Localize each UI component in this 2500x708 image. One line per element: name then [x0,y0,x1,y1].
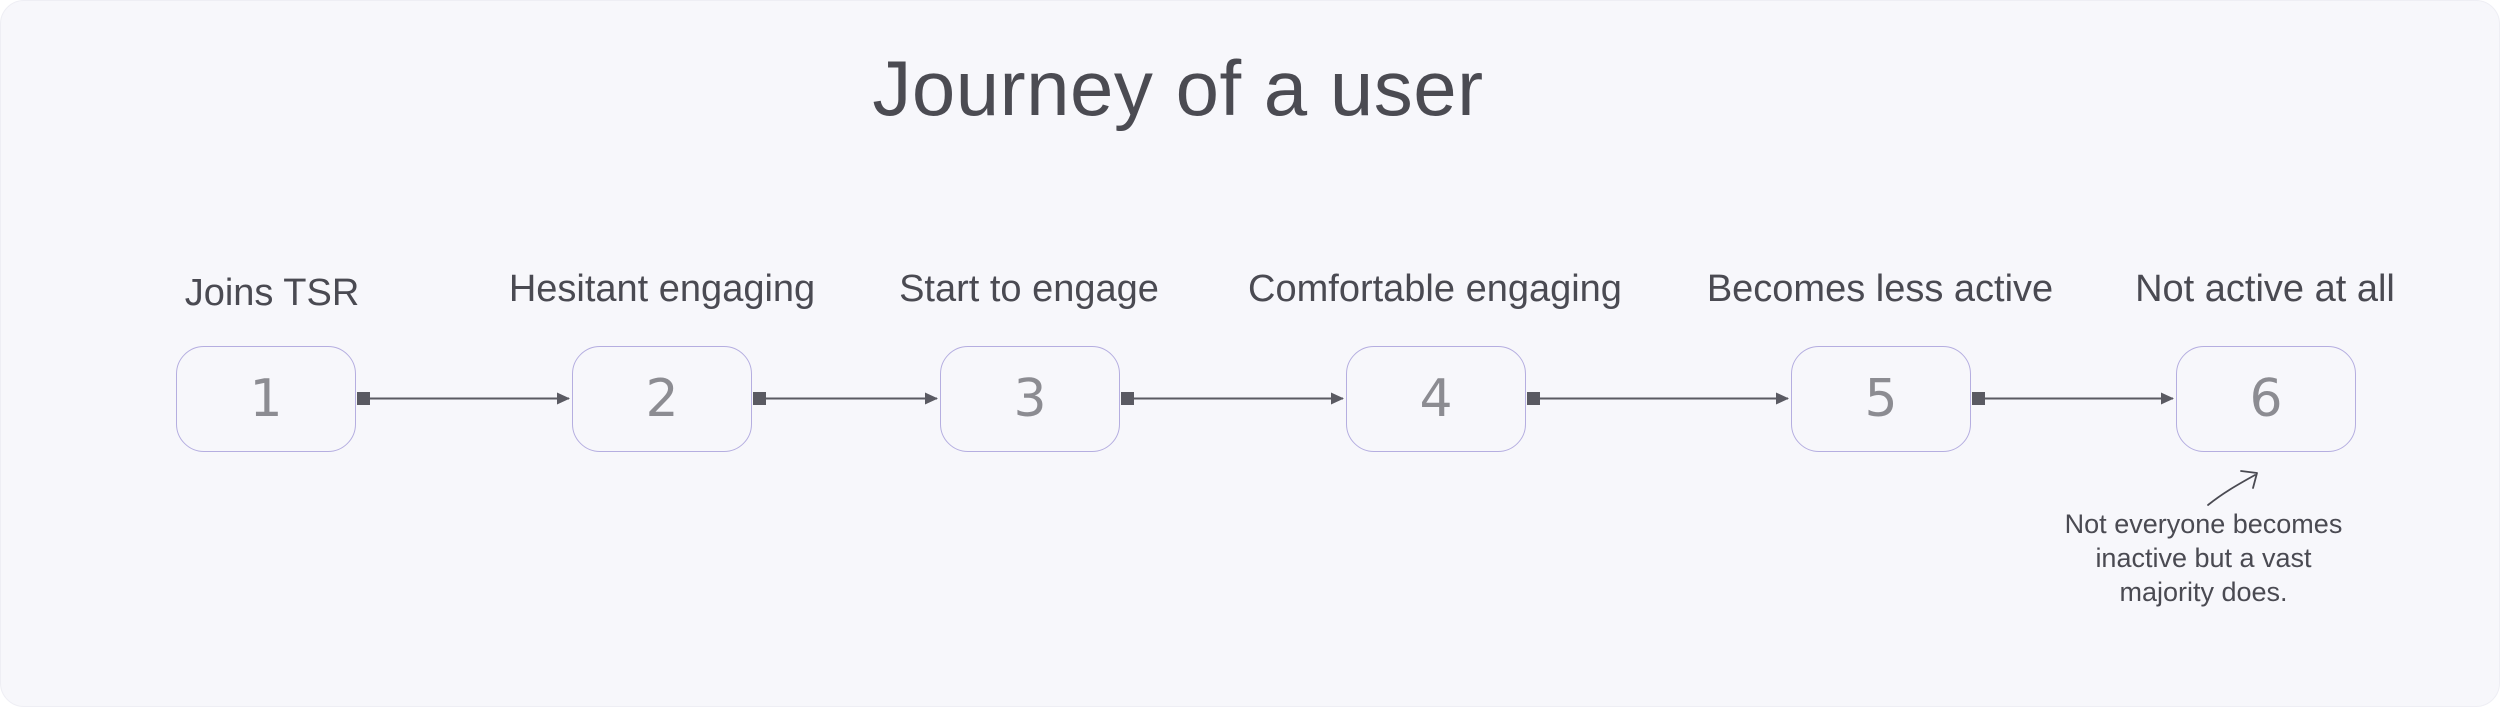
diagram-title: Journey of a user [872,44,1484,132]
annotation-line-2: inactive but a vast [2095,543,2312,573]
annotation-line-1: Not everyone becomes [2064,509,2343,539]
stage-number: 2 [645,369,679,429]
stage-label-3: Start to engage [899,268,1159,310]
stage-label-4: Comfortable engaging [1248,268,1622,310]
stage-label-5: Becomes less active [1706,268,2054,310]
stage-node-5[interactable]: 5 [1791,346,1971,452]
stage-node-3[interactable]: 3 [940,346,1120,452]
stage-node-6[interactable]: 6 [2176,346,2356,452]
stage-node-1[interactable]: 1 [176,346,356,452]
stage-number: 4 [1419,369,1453,429]
stage-number: 5 [1864,369,1898,429]
stage-label-1: Joins TSR [184,272,360,314]
stage-node-2[interactable]: 2 [572,346,752,452]
connector-3-4[interactable] [1121,392,1344,405]
annotation-arrow-icon [2207,470,2258,506]
connector-2-3[interactable] [753,392,938,405]
stage-label-2: Hesitant engaging [508,268,816,310]
annotation-line-3: majority does. [2119,577,2288,607]
stage-label-6: Not active at all [2135,268,2395,310]
connector-4-5[interactable] [1527,392,1789,405]
stage-node-4[interactable]: 4 [1346,346,1526,452]
connector-5-6[interactable] [1972,392,2174,405]
stage-number: 3 [1013,369,1047,429]
stage-number: 6 [2249,369,2283,429]
stage-number: 1 [249,369,283,429]
annotation-note: Not everyone becomes inactive but a vast… [2001,507,2406,609]
connector-1-2[interactable] [357,392,570,405]
